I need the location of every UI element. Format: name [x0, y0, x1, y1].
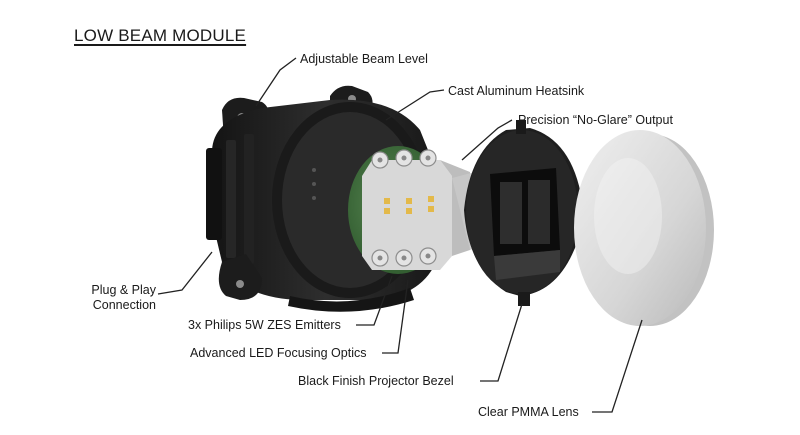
callout-plug-line-2: Connection: [92, 298, 156, 312]
callout-plug-line-1: Plug & Play: [91, 283, 156, 297]
callout-plug-and-play: Plug & Play Connection: [70, 283, 156, 313]
led-emitters: [384, 196, 434, 214]
callout-projector-bezel: Black Finish Projector Bezel: [298, 374, 454, 388]
callout-led-focusing-optics: Advanced LED Focusing Optics: [190, 346, 367, 360]
callout-cast-aluminum-heatsink: Cast Aluminum Heatsink: [448, 84, 585, 98]
callout-pmma-lens: Clear PMMA Lens: [478, 405, 579, 419]
callout-philips-emitters: 3x Philips 5W ZES Emitters: [188, 318, 341, 332]
callout-adjustable-beam-level: Adjustable Beam Level: [300, 52, 428, 66]
leader-lines: [157, 57, 643, 413]
pmma-lens: [574, 130, 714, 326]
projector-bezel: [464, 120, 582, 306]
callout-no-glare-output: Precision “No-Glare” Output: [518, 113, 673, 127]
diagram-title: LOW BEAM MODULE: [74, 26, 247, 45]
